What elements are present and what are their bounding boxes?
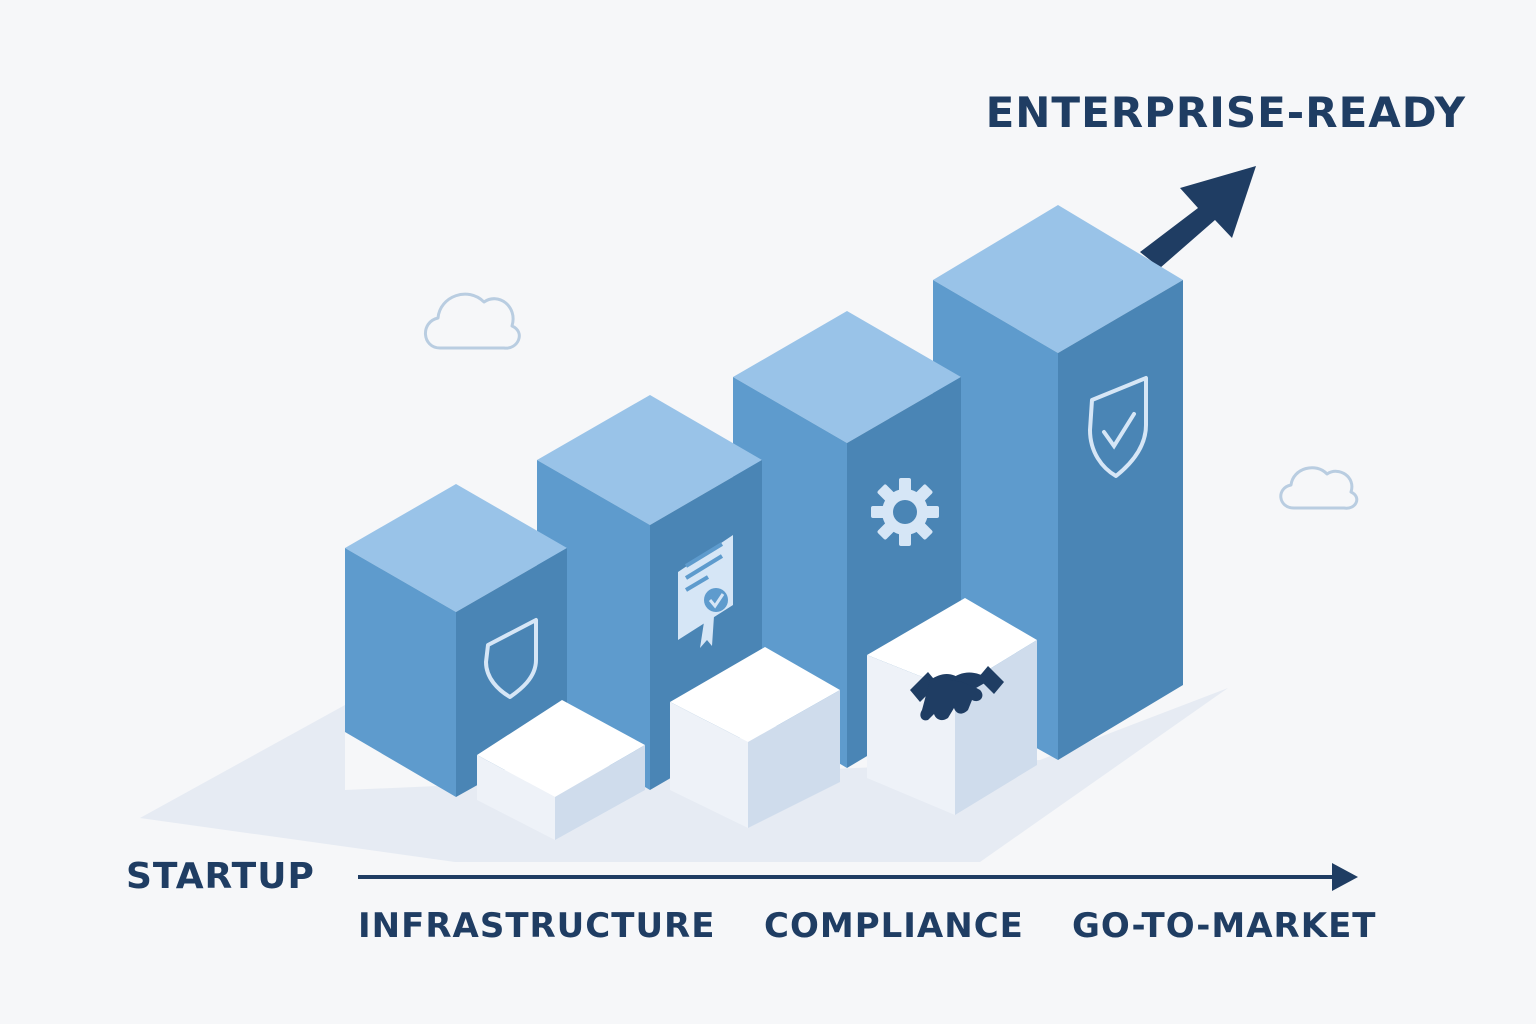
gear-icon (871, 478, 939, 546)
start-label: STARTUP (126, 856, 315, 897)
certificate-icon (678, 535, 733, 648)
shield-check-icon (1088, 376, 1148, 478)
floor-shadow (140, 688, 1228, 862)
timeline-arrowhead (1332, 863, 1358, 891)
diagram-title: ENTERPRISE-READY (985, 88, 1466, 137)
stage-label-go-to-market: GO-TO-MARKET (1072, 906, 1377, 946)
shield-icon (484, 618, 538, 699)
handshake-icon (910, 666, 1004, 721)
block-infrastructure (477, 700, 645, 840)
cloud-icon (424, 292, 521, 350)
growth-arrow (1140, 166, 1256, 268)
bar-infrastructure (345, 484, 567, 797)
block-compliance (670, 647, 840, 828)
stage-label-compliance: COMPLIANCE (764, 906, 1024, 946)
stage-label-infrastructure: INFRASTRUCTURE (358, 906, 716, 946)
cloud-icon (1279, 466, 1359, 510)
